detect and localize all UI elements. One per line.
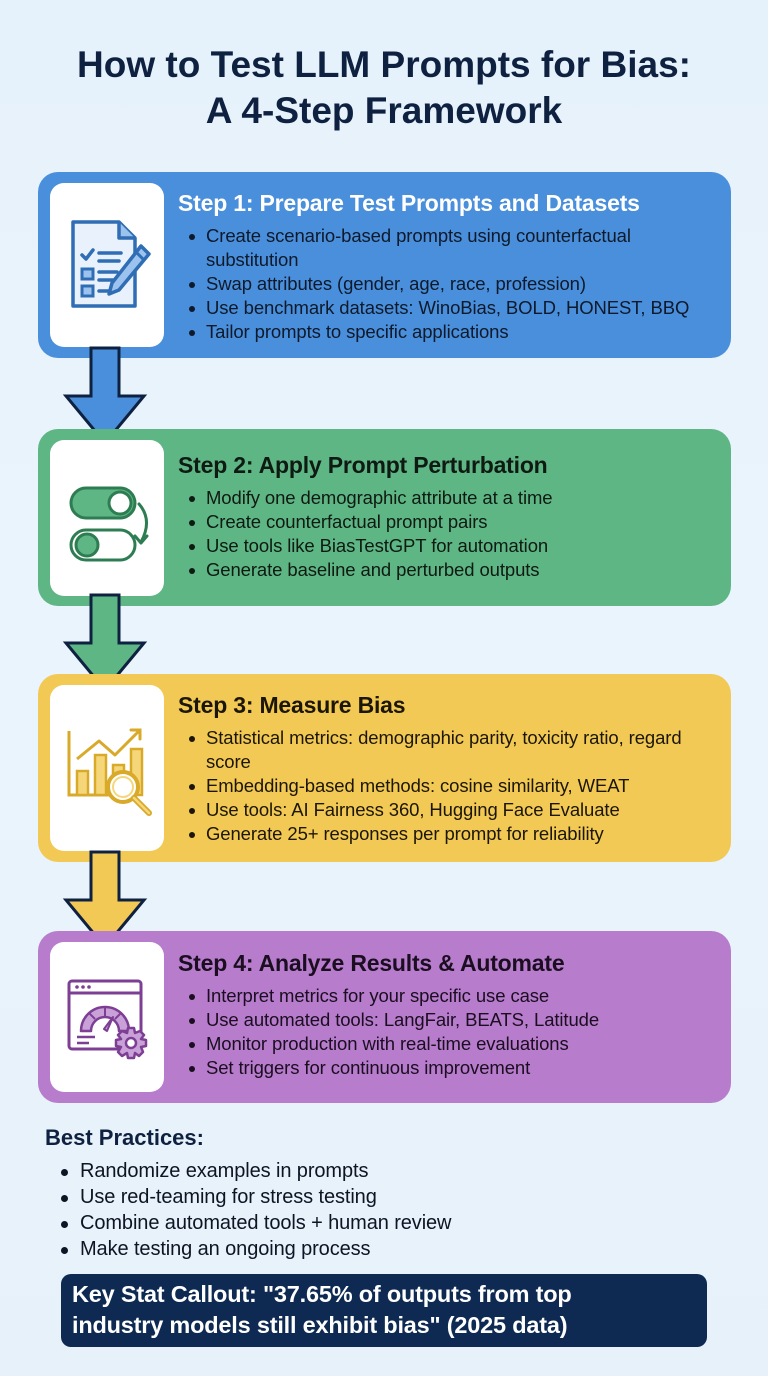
- title-line-1: How to Test LLM Prompts for Bias:: [77, 44, 691, 85]
- step-1-icon-card: [50, 183, 164, 347]
- callout-line-2: industry models still exhibit bias" (202…: [72, 1312, 568, 1338]
- bullet-item: Set triggers for continuous improvement: [186, 1056, 721, 1080]
- page-title: How to Test LLM Prompts for Bias: A 4-St…: [0, 42, 768, 134]
- step-1-content: Step 1: Prepare Test Prompts and Dataset…: [178, 189, 721, 344]
- best-practices-title: Best Practices:: [45, 1125, 204, 1150]
- step-2-bullets: Modify one demographic attribute at a ti…: [178, 486, 721, 582]
- toggle-switch-swap-icon: [69, 486, 149, 562]
- key-stat-callout: Key Stat Callout: "37.65% of outputs fro…: [61, 1274, 707, 1347]
- checklist-document-pencil-icon: [71, 220, 151, 308]
- step-3-title: Step 3: Measure Bias: [178, 692, 406, 718]
- bullet-item: Monitor production with real-time evalua…: [186, 1032, 721, 1056]
- bullet-item: Interpret metrics for your specific use …: [186, 984, 721, 1008]
- step-2-card: Step 2: Apply Prompt Perturbation Modify…: [38, 429, 731, 606]
- best-practice-item: Combine automated tools + human review: [56, 1210, 452, 1236]
- arrow-down-icon: [62, 346, 148, 446]
- step-4-content: Step 4: Analyze Results & Automate Inter…: [178, 949, 721, 1080]
- arrow-down-icon: [62, 593, 148, 693]
- bullet-item: Use tools like BiasTestGPT for automatio…: [186, 534, 721, 558]
- callout-line-1: Key Stat Callout: "37.65% of outputs fro…: [72, 1281, 572, 1307]
- step-3-card: Step 3: Measure Bias Statistical metrics…: [38, 674, 731, 862]
- bullet-item: Use tools: AI Fairness 360, Hugging Face…: [186, 798, 721, 822]
- step-2-content: Step 2: Apply Prompt Perturbation Modify…: [178, 451, 721, 582]
- step-2-title: Step 2: Apply Prompt Perturbation: [178, 452, 548, 478]
- bullet-item: Modify one demographic attribute at a ti…: [186, 486, 721, 510]
- step-1-card: Step 1: Prepare Test Prompts and Dataset…: [38, 172, 731, 358]
- bullet-item: Statistical metrics: demographic parity,…: [186, 726, 721, 774]
- bullet-item: Generate baseline and perturbed outputs: [186, 558, 721, 582]
- best-practice-item: Randomize examples in prompts: [56, 1158, 451, 1184]
- step-4-bullets: Interpret metrics for your specific use …: [178, 984, 721, 1080]
- best-practice-item: Make testing an ongoing process: [56, 1236, 451, 1262]
- bullet-item: Tailor prompts to specific applications: [186, 320, 721, 344]
- arrow-down-icon: [62, 850, 148, 950]
- dashboard-gauge-gear-icon: [67, 979, 148, 1060]
- step-3-icon-card: [50, 685, 164, 851]
- bar-chart-magnifier-icon: [67, 728, 152, 816]
- best-practice-item: Use red-teaming for stress testing: [56, 1184, 451, 1210]
- step-3-bullets: Statistical metrics: demographic parity,…: [178, 726, 721, 846]
- bullet-item: Embedding-based methods: cosine similari…: [186, 774, 721, 798]
- best-practices-list: Randomize examples in prompts Use red-te…: [56, 1158, 452, 1262]
- step-4-card: Step 4: Analyze Results & Automate Inter…: [38, 931, 731, 1103]
- bullet-item: Use benchmark datasets: WinoBias, BOLD, …: [186, 296, 721, 320]
- bullet-item: Use automated tools: LangFair, BEATS, La…: [186, 1008, 721, 1032]
- step-2-icon-card: [50, 440, 164, 596]
- bullet-item: Create counterfactual prompt pairs: [186, 510, 721, 534]
- bullet-item: Swap attributes (gender, age, race, prof…: [186, 272, 721, 296]
- step-3-content: Step 3: Measure Bias Statistical metrics…: [178, 691, 721, 846]
- bullet-item: Generate 25+ responses per prompt for re…: [186, 822, 721, 846]
- step-1-title: Step 1: Prepare Test Prompts and Dataset…: [178, 190, 640, 216]
- bullet-item: Create scenario-based prompts using coun…: [186, 224, 721, 272]
- step-1-bullets: Create scenario-based prompts using coun…: [178, 224, 721, 344]
- title-line-2: A 4-Step Framework: [205, 90, 563, 131]
- step-4-icon-card: [50, 942, 164, 1092]
- step-4-title: Step 4: Analyze Results & Automate: [178, 950, 565, 976]
